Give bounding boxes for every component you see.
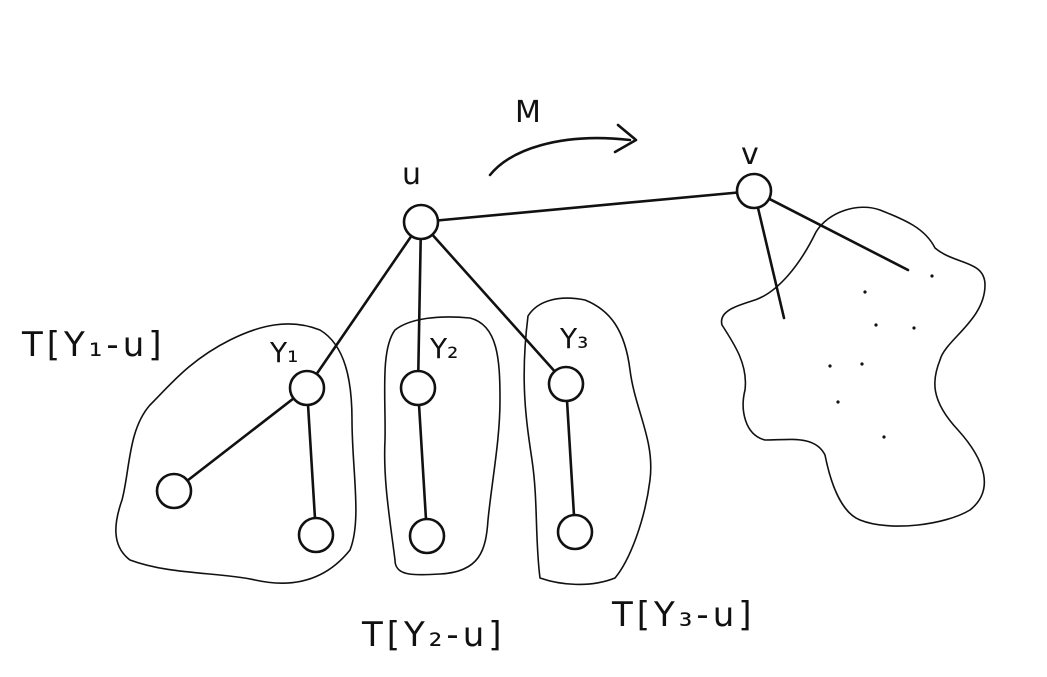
edge-u-y3 — [419, 220, 568, 386]
edge-y3-leaf — [564, 382, 577, 534]
edge-u-y1 — [305, 220, 423, 390]
edge-y1-right-leaf — [305, 386, 318, 537]
node-y1 — [288, 369, 326, 407]
subtree-outline-v — [720, 206, 986, 527]
node-y2 — [399, 369, 437, 407]
ellipsis-dot — [912, 326, 916, 330]
node-v — [735, 172, 773, 210]
node-u-label: u — [402, 157, 421, 192]
arrow-m — [488, 136, 632, 177]
node-y1-label: Y₁ — [269, 336, 298, 369]
node-u — [402, 203, 440, 241]
ellipsis-dot — [882, 435, 886, 439]
edge-y1-left-leaf — [172, 386, 309, 493]
edge-y2-leaf — [416, 386, 429, 538]
ellipsis-dot — [863, 290, 867, 294]
subtree-label-y2: T[Y₂-u] — [361, 615, 506, 655]
ellipsis-dot — [874, 323, 878, 327]
edge-v-right — [752, 189, 910, 272]
edge-u-v — [419, 189, 756, 224]
node-y3-leaf — [556, 513, 594, 551]
subtree-outline-y2 — [383, 316, 501, 576]
node-y1-right-leaf — [297, 516, 335, 554]
subtree-label-y1: T[Y₁-u] — [21, 325, 166, 365]
edge-u-y2 — [416, 220, 423, 390]
subtree-outline-y3 — [523, 297, 652, 586]
node-v-label: v — [741, 137, 759, 172]
node-y3-label: Y₃ — [559, 322, 588, 355]
subtree-label-y3: T[Y₃-u] — [611, 595, 756, 635]
edge-v-down — [752, 189, 786, 320]
ellipsis-dot — [860, 362, 864, 366]
node-y2-label: Y₂ — [429, 332, 458, 365]
arrow-m-label: M — [515, 95, 541, 130]
node-y2-leaf — [408, 517, 446, 555]
ellipsis-dot — [836, 400, 840, 404]
node-y3 — [547, 365, 585, 403]
node-y1-left-leaf — [155, 472, 193, 510]
ellipsis-dot — [930, 274, 934, 278]
subtree-outline-y1 — [115, 323, 357, 584]
ellipsis-dot — [828, 364, 832, 368]
arrow-m-head — [613, 123, 638, 154]
